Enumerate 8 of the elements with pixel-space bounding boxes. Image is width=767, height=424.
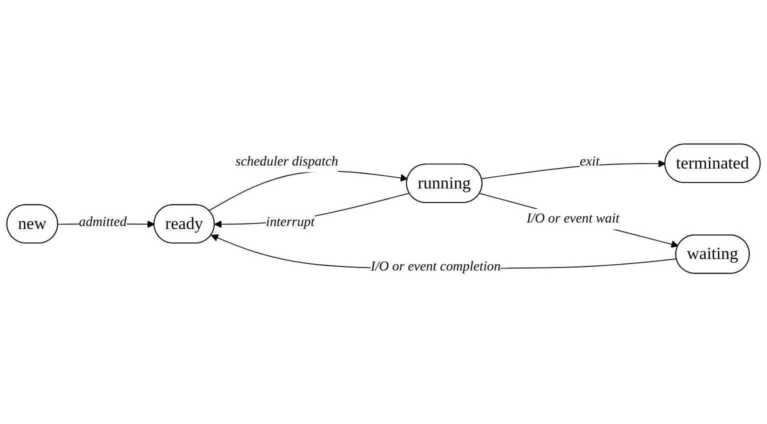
edge-label: admitted — [78, 214, 127, 230]
edge-label: interrupt — [266, 214, 315, 230]
edge-label: I/O or event completion — [370, 259, 501, 274]
arrow — [479, 192, 679, 248]
arrow — [481, 160, 666, 180]
edge-label: exit — [580, 154, 600, 169]
edge-label: I/O or event wait — [526, 211, 620, 226]
edge-label: scheduler dispatch — [236, 154, 338, 169]
